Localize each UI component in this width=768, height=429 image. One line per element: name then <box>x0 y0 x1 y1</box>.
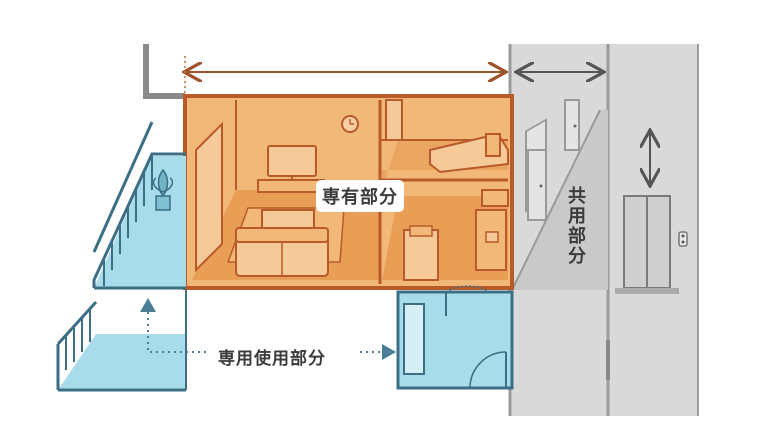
entry-vestibule <box>396 285 514 390</box>
exclusive-use-area-label: 専用使用部分 <box>212 341 332 372</box>
bed-icon <box>429 132 509 174</box>
private-area-label: 専有部分 <box>316 180 404 212</box>
clock-icon <box>341 115 359 133</box>
kitchen-sink-icon <box>403 189 509 281</box>
balcony-upper <box>92 121 186 290</box>
elevator-icon <box>615 195 679 294</box>
elevator-button-icon <box>678 231 688 247</box>
balcony-lower <box>56 290 187 392</box>
sofa-icon <box>235 209 329 277</box>
tv-icon <box>257 145 325 193</box>
common-area-label: 共用部分 <box>565 186 586 266</box>
plant-icon <box>152 168 174 211</box>
common-corridor <box>508 44 699 416</box>
exclusive-use-pointers <box>140 298 396 360</box>
